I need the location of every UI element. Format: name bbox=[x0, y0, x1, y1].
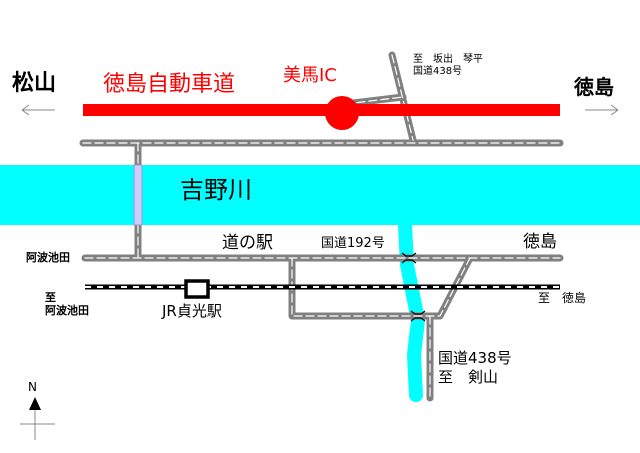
west-arrow-icon bbox=[21, 104, 55, 116]
expressway-label: 徳島自動車道 bbox=[103, 72, 236, 97]
river-tributary bbox=[398, 218, 426, 402]
north-route-destination: 至 坂出 琴平 bbox=[413, 54, 483, 65]
route192-west-label: 阿波池田 bbox=[26, 251, 70, 264]
river bbox=[0, 165, 640, 225]
station-icon[interactable] bbox=[184, 279, 210, 299]
south-route-destination: 至 剣山 bbox=[438, 368, 499, 386]
interchange-label[interactable]: 美馬IC bbox=[283, 65, 337, 86]
east-destination-label: 徳島 bbox=[574, 75, 614, 99]
roads bbox=[79, 51, 564, 402]
north-arrow-icon bbox=[20, 397, 55, 440]
north-route-name: 国道438号 bbox=[413, 66, 463, 77]
rail-east-label: 至 徳島 bbox=[538, 291, 587, 305]
route192-east-label: 徳島 bbox=[523, 232, 557, 252]
bridge-deck bbox=[133, 164, 143, 226]
route192-label: 国道192号 bbox=[321, 236, 385, 251]
station-label[interactable]: JR貞光駅 bbox=[162, 302, 222, 320]
rail-west-to-label: 至 bbox=[45, 291, 56, 304]
roadside-station-label[interactable]: 道の駅 bbox=[222, 233, 273, 253]
road-bridge-icons bbox=[401, 252, 426, 322]
rail-west-label: 阿波池田 bbox=[45, 304, 89, 317]
north-label: N bbox=[28, 380, 37, 394]
west-destination-label: 松山 bbox=[12, 71, 57, 96]
river-label: 吉野川 bbox=[180, 176, 252, 204]
east-arrow-icon bbox=[585, 104, 619, 116]
south-route-name: 国道438号 bbox=[438, 349, 512, 367]
expressway bbox=[83, 104, 560, 116]
interchange-marker[interactable] bbox=[325, 96, 359, 130]
